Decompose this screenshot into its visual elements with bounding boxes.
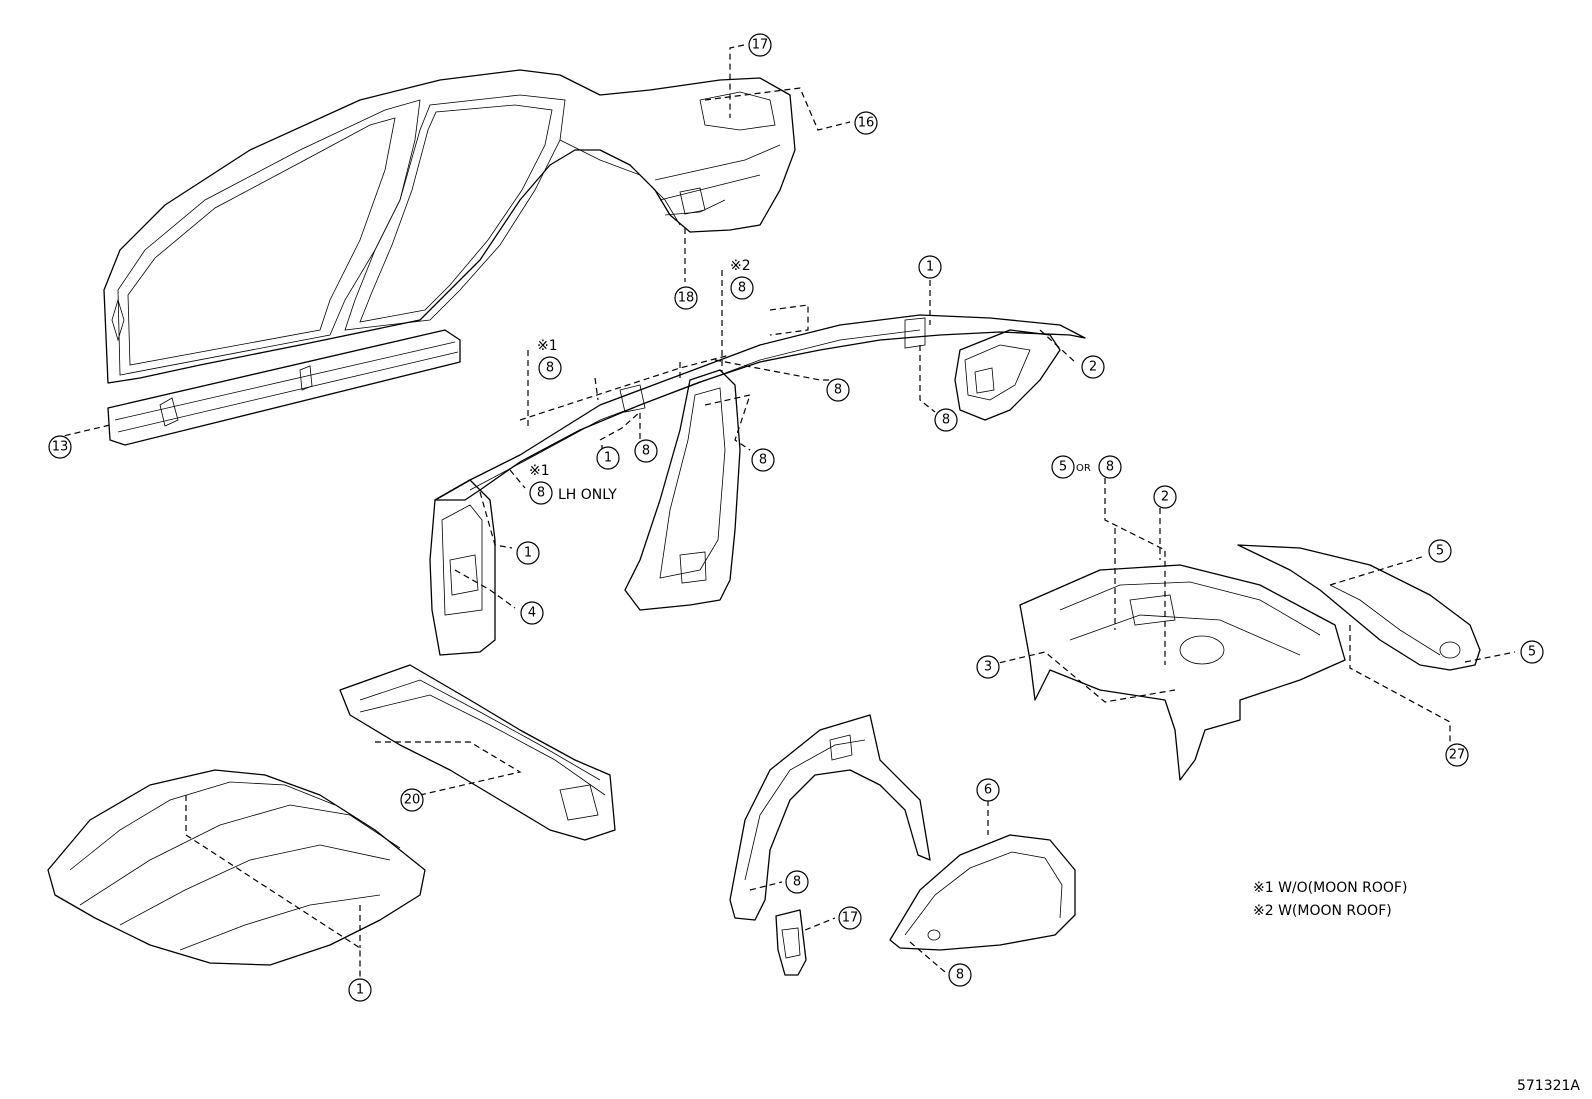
- svg-text:27: 27: [1449, 748, 1466, 763]
- svg-text:8: 8: [942, 413, 950, 428]
- svg-text:8: 8: [834, 383, 842, 398]
- callout-16: 16: [854, 111, 878, 135]
- callout-6: 6: [976, 778, 1000, 802]
- callout-5-fender-top: 5: [1428, 539, 1452, 563]
- front-pillar: [429, 479, 496, 656]
- svg-text:2: 2: [1089, 360, 1097, 375]
- side-body-panel: [103, 69, 796, 384]
- cowl-panel: [339, 664, 616, 841]
- svg-text:8: 8: [956, 968, 964, 983]
- callout-27: 27: [1445, 743, 1469, 767]
- svg-text:1: 1: [604, 451, 612, 466]
- rear-fender-panel: [1237, 544, 1481, 671]
- rear-floor-panel: [1019, 564, 1346, 781]
- callout-1-front-pillar: 1: [516, 541, 540, 565]
- callout-13: 13: [48, 435, 72, 459]
- lh-only-label: LH ONLY: [558, 487, 617, 503]
- mark-moonroof: ※2: [730, 258, 751, 274]
- rear-quarter-inner: [954, 329, 1061, 421]
- callout-8-liner: 8: [948, 963, 972, 987]
- callout-8-rail-mid: 8: [826, 378, 850, 402]
- callout-8-moonroof: 8: [730, 276, 754, 300]
- svg-text:20: 20: [404, 793, 421, 808]
- svg-text:8: 8: [793, 875, 801, 890]
- hood: [47, 769, 426, 966]
- callout-8-no-moonroof: 8: [538, 356, 562, 380]
- callout-2-quarter: 2: [1081, 355, 1105, 379]
- rocker-panel: [107, 329, 461, 446]
- svg-text:17: 17: [752, 38, 769, 53]
- callout-1-roofrail: 1: [918, 255, 942, 279]
- callout-18: 18: [674, 286, 698, 310]
- note-no-moonroof: ※1 W/O(MOON ROOF): [1253, 880, 1407, 896]
- svg-text:1: 1: [524, 546, 532, 561]
- callout-1-bracket: 1: [596, 446, 620, 470]
- callout-20: 20: [400, 788, 424, 812]
- svg-text:8: 8: [642, 444, 650, 459]
- svg-text:13: 13: [52, 440, 69, 455]
- callout-8-center-pillar: 8: [751, 448, 775, 472]
- callout-1-hood: 1: [348, 978, 372, 1002]
- callout-5-fender-right: 5: [1520, 640, 1544, 664]
- svg-text:5: 5: [1059, 460, 1067, 475]
- svg-text:2: 2: [1161, 490, 1169, 505]
- diagram-id: 571321A: [1517, 1078, 1580, 1094]
- svg-text:8: 8: [1106, 460, 1114, 475]
- svg-text:6: 6: [984, 783, 992, 798]
- svg-text:17: 17: [842, 911, 859, 926]
- callout-8-bracket: 8: [634, 439, 658, 463]
- callout-17-top: 17: [748, 33, 772, 57]
- svg-text:8: 8: [738, 281, 746, 296]
- mark-no-moonroof-2: ※1: [529, 463, 550, 479]
- callout-4: 4: [520, 601, 544, 625]
- callout-2-floor: 2: [1153, 485, 1177, 509]
- svg-text:8: 8: [546, 361, 554, 376]
- callout-8-rear-pillar: 8: [934, 408, 958, 432]
- svg-text:5: 5: [1528, 645, 1536, 660]
- note-moonroof: ※2 W(MOON ROOF): [1253, 903, 1392, 919]
- svg-text:16: 16: [858, 116, 875, 131]
- wheel-house-inner: [729, 714, 931, 921]
- svg-text:1: 1: [926, 260, 934, 275]
- leader-lines: [54, 44, 1516, 978]
- svg-text:1: 1: [356, 983, 364, 998]
- mark-no-moonroof-1: ※1: [537, 338, 558, 354]
- callout-8-or: 8: [1098, 455, 1122, 479]
- callout-8-wheelhouse: 8: [785, 870, 809, 894]
- center-pillar: [624, 369, 741, 611]
- callout-8-lh-only: 8: [529, 481, 553, 505]
- callout-17-bottom: 17: [838, 906, 862, 930]
- or-label: OR: [1076, 463, 1091, 474]
- svg-text:8: 8: [537, 486, 545, 501]
- svg-text:3: 3: [984, 660, 992, 675]
- callout-5-or: 5: [1051, 455, 1075, 479]
- svg-text:18: 18: [678, 291, 695, 306]
- svg-text:8: 8: [759, 453, 767, 468]
- small-bracket: [775, 909, 807, 976]
- callout-3: 3: [976, 655, 1000, 679]
- svg-text:5: 5: [1436, 544, 1444, 559]
- wheel-house-liner: [889, 834, 1076, 951]
- svg-text:4: 4: [528, 606, 536, 621]
